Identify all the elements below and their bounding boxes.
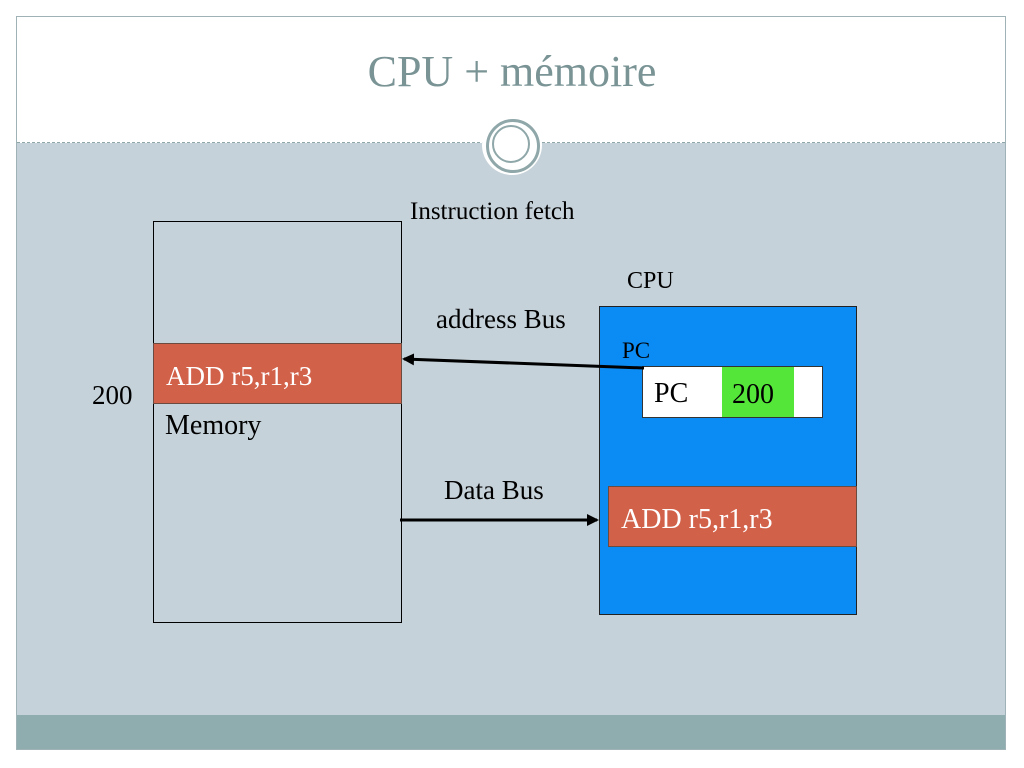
address-bus-label: address Bus (436, 304, 566, 334)
pc-small-label: PC (622, 338, 651, 363)
pc-value-text: 200 (732, 379, 774, 410)
memory-instruction-cell: ADD r5,r1,r3 (153, 343, 402, 404)
memory-label: Memory (165, 410, 262, 441)
data-bus-label: Data Bus (444, 475, 544, 505)
cpu-instruction-text: ADD r5,r1,r3 (621, 504, 773, 535)
footer-band (17, 715, 1005, 749)
pc-register-label: PC (654, 378, 689, 409)
cpu-box (599, 306, 857, 615)
memory-box (153, 221, 402, 623)
memory-address-label: 200 (92, 380, 133, 410)
pc-value-cell: 200 (722, 367, 794, 417)
cpu-label: CPU (627, 268, 674, 294)
circle-ornament-inner (492, 125, 530, 163)
memory-instruction-text: ADD r5,r1,r3 (166, 361, 313, 391)
cpu-instruction-register: ADD r5,r1,r3 (608, 486, 857, 547)
address-bus-arrow (402, 353, 645, 370)
slide-title: CPU + mémoire (367, 47, 657, 96)
instruction-fetch-label: Instruction fetch (410, 198, 575, 225)
